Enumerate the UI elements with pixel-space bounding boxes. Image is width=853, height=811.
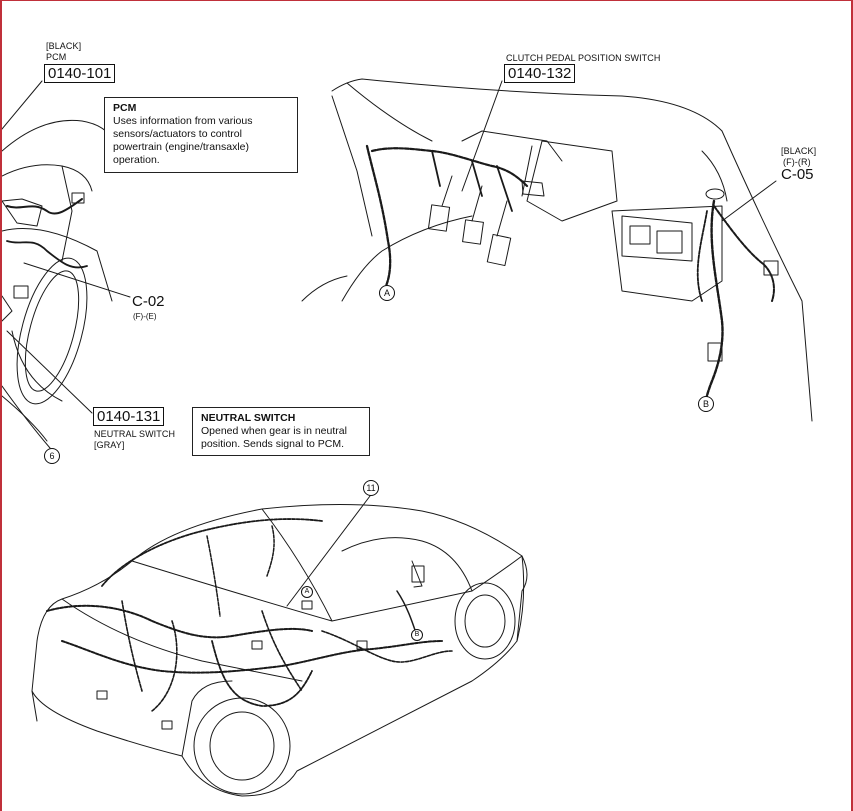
- neutral-code-box: 0140-131: [93, 407, 165, 426]
- pcm-note-box: PCM Uses information from various sensor…: [104, 97, 298, 173]
- c02-pins: (F)-(E): [133, 312, 157, 321]
- neutral-switch-label: NEUTRAL SWITCH: [94, 429, 176, 439]
- engine-bay-drawing: [2, 80, 131, 449]
- c05-pins: (F)-(R): [783, 157, 811, 167]
- car-body-drawing: [31, 495, 528, 797]
- clutch-code-box: 0140-132: [504, 64, 576, 83]
- pcm-code-box: 0140-101: [44, 64, 116, 83]
- frame-edge: [851, 1, 853, 811]
- callout-a-car: A: [301, 586, 313, 598]
- callout-a-top: A: [379, 285, 395, 301]
- callout-11: 11: [363, 480, 379, 496]
- dashboard-drawing: [301, 78, 813, 422]
- pcm-note-body: Uses information from various sensors/ac…: [113, 115, 253, 166]
- neutral-color-tag: [GRAY]: [94, 440, 125, 450]
- pcm-color-tag: [BLACK]: [46, 41, 82, 51]
- neutral-note-title: NEUTRAL SWITCH: [201, 412, 296, 424]
- c05-color-tag: [BLACK]: [781, 146, 817, 156]
- c02-connector-label: C-02: [132, 293, 165, 310]
- c05-connector-label: C-05: [781, 166, 814, 183]
- callout-6: 6: [44, 448, 60, 464]
- clutch-switch-label: CLUTCH PEDAL POSITION SWITCH: [506, 53, 661, 63]
- callout-b-top: B: [698, 396, 714, 412]
- pcm-name-label: PCM: [46, 52, 67, 62]
- neutral-note-body: Opened when gear is in neutral position.…: [201, 425, 347, 450]
- callout-b-car: B: [411, 629, 423, 641]
- neutral-note-box: NEUTRAL SWITCH Opened when gear is in ne…: [192, 407, 370, 456]
- pcm-note-title: PCM: [113, 102, 137, 114]
